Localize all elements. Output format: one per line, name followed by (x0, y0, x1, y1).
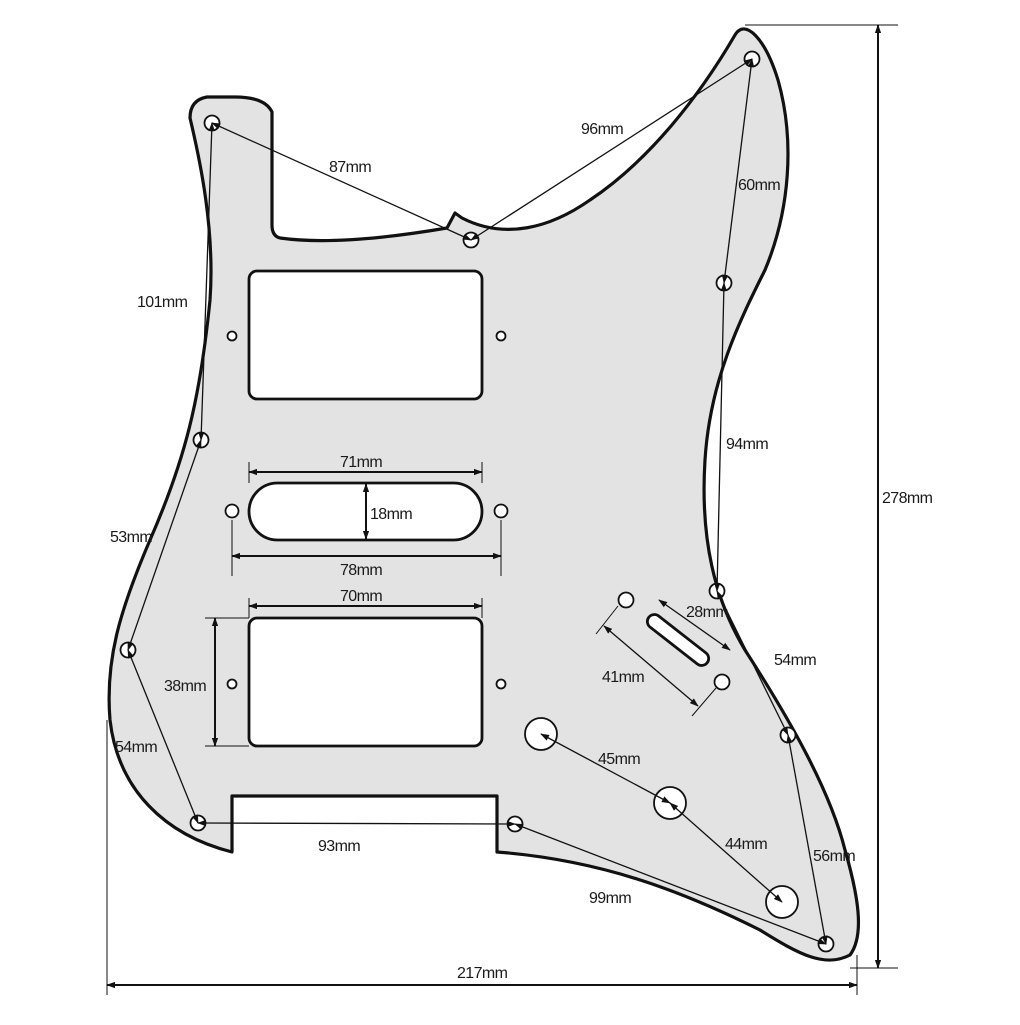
dim-line-53 (127, 439, 202, 651)
pickup-screw-hole (493, 503, 509, 519)
label-54mm-left: 54mm (115, 739, 157, 756)
label-53mm: 53mm (110, 529, 152, 546)
dim-line-54-left (127, 649, 199, 824)
label-87mm: 87mm (329, 159, 371, 176)
switch-screw-hole (713, 673, 731, 691)
label-54mm-right: 54mm (774, 652, 816, 669)
label-18mm: 18mm (370, 506, 412, 523)
dim-line-28 (658, 599, 731, 651)
dim-line-60 (721, 58, 755, 284)
pickguard-outline (107, 27, 861, 962)
label-56mm: 56mm (813, 848, 855, 865)
dim-line-94 (714, 282, 727, 592)
pickup-screw-hole (226, 330, 238, 342)
label-101mm: 101mm (137, 294, 188, 311)
pickup-screw-hole (224, 503, 240, 519)
overall-dimension-lines (106, 24, 898, 995)
label-70mm: 70mm (340, 588, 382, 605)
dim-line-93 (197, 819, 516, 828)
label-44mm: 44mm (725, 836, 767, 853)
label-60mm: 60mm (738, 177, 780, 194)
label-38mm: 38mm (164, 678, 206, 695)
switch-screw-hole (617, 591, 635, 609)
dim-line-87 (211, 122, 472, 241)
label-94mm: 94mm (726, 436, 768, 453)
dim-line-44 (669, 802, 783, 903)
dimension-labels: 87mm 96mm 60mm 101mm 94mm 278mm 71mm 18m… (110, 121, 933, 982)
label-93mm: 93mm (318, 838, 360, 855)
neck-humbucker-cavity (247, 269, 484, 401)
label-217mm: 217mm (457, 965, 508, 982)
label-71mm: 71mm (340, 454, 382, 471)
bridge-humbucker-cavity (247, 616, 484, 748)
label-41mm: 41mm (602, 669, 644, 686)
label-78mm: 78mm (340, 562, 382, 579)
hole-spacing-lines (127, 58, 828, 945)
dim-line-45 (540, 733, 671, 804)
dim-line-101 (198, 122, 215, 441)
label-96mm: 96mm (581, 121, 623, 138)
cavity-dimension-lines (205, 462, 731, 747)
label-45mm: 45mm (598, 751, 640, 768)
pickup-screw-hole (495, 678, 507, 690)
label-99mm: 99mm (589, 890, 631, 907)
label-278mm: 278mm (882, 490, 933, 507)
dim-line-41 (603, 625, 699, 707)
label-28mm: 28mm (686, 604, 728, 621)
pickup-screw-hole (495, 330, 507, 342)
pickup-screw-hole (226, 678, 238, 690)
dim-line-96 (470, 58, 753, 241)
